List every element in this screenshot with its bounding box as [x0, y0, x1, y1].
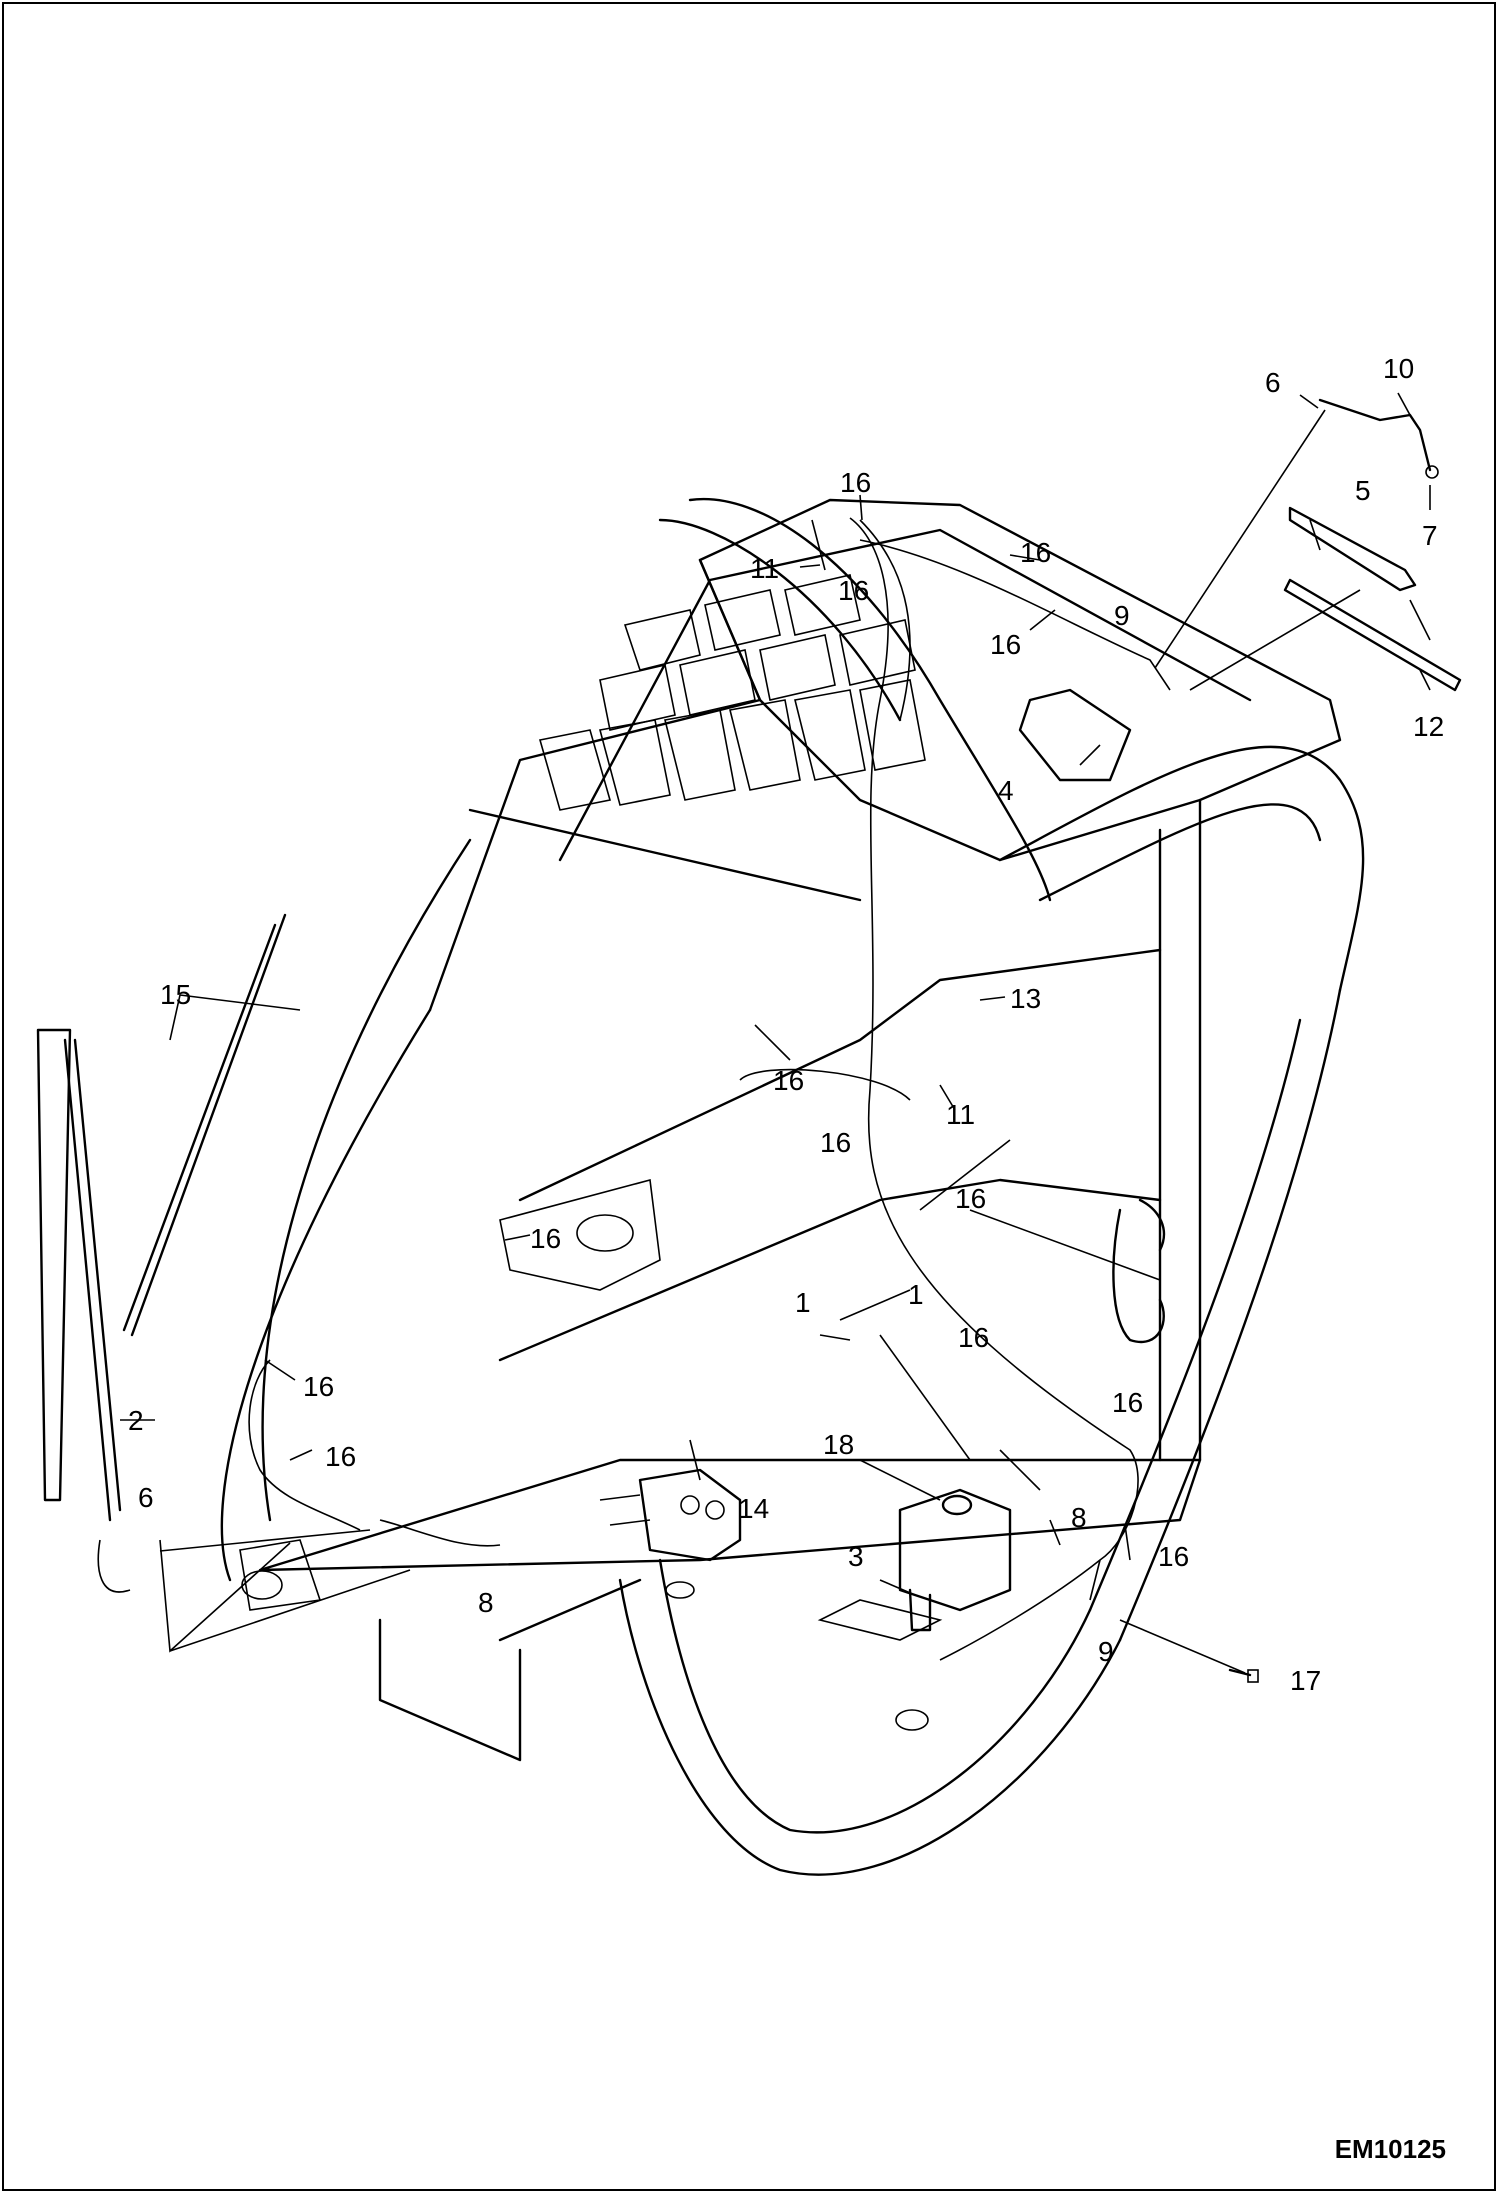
callout-16-left-upper: 16 [303, 1371, 334, 1402]
callout-10: 10 [1383, 353, 1414, 384]
callout-7: 7 [1422, 520, 1438, 551]
roof-grille [538, 574, 926, 811]
callout-17: 17 [1290, 1665, 1321, 1696]
callout-11-roof: 11 [750, 553, 779, 584]
callout-8-right: 8 [1071, 1502, 1087, 1533]
callout-16-pillar-lower: 16 [955, 1183, 986, 1214]
callout-18: 18 [823, 1429, 854, 1460]
callout-12: 12 [1413, 711, 1444, 742]
wiper-arm-front-2 [36, 1028, 122, 1522]
callout-3: 3 [848, 1541, 864, 1572]
callouts: 1 1 2 3 4 5 6 6 7 8 8 9 9 10 11 11 12 13… [128, 353, 1444, 1696]
callout-16-right-upper: 16 [1112, 1387, 1143, 1418]
valve-block-14 [599, 1468, 742, 1562]
cab-floor [239, 1458, 1202, 1762]
callout-16-bracket: 16 [530, 1223, 561, 1254]
callout-15: 15 [160, 979, 191, 1010]
callout-13: 13 [1010, 983, 1041, 1014]
drawing-number: EM10125 [1334, 2134, 1446, 2164]
callout-1-right: 1 [908, 1279, 924, 1310]
cab-roof [428, 498, 1342, 1012]
bolt-17 [1228, 1668, 1259, 1683]
callout-11-pillar: 11 [946, 1099, 975, 1130]
washer-hoses-9 [97, 517, 1171, 1661]
callout-16-right-lower: 16 [1158, 1541, 1189, 1572]
callout-16-window: 16 [773, 1065, 804, 1096]
callout-5: 5 [1355, 475, 1371, 506]
callout-16-roof-left: 16 [838, 575, 869, 606]
callout-4: 4 [998, 775, 1014, 806]
callout-8-left: 8 [478, 1587, 494, 1618]
callout-16-roof-mid: 16 [990, 629, 1021, 660]
callout-2: 2 [128, 1405, 144, 1436]
callout-9-floor: 9 [1098, 1636, 1114, 1667]
callout-6-front: 6 [138, 1482, 154, 1513]
callout-16-pillar: 16 [820, 1127, 851, 1158]
callout-9-roof: 9 [1114, 600, 1130, 631]
callout-16-left-lower: 16 [325, 1441, 356, 1472]
washer-reservoir-3 [898, 1488, 1012, 1632]
callout-16-roof-top: 16 [840, 467, 871, 498]
rear-wiper-motor-4 [1018, 688, 1132, 782]
nozzle-hose-10 [1318, 398, 1439, 479]
callout-16-roof-right: 16 [1020, 537, 1051, 568]
cab-back-panel [498, 948, 1166, 1362]
callout-16-junction: 16 [958, 1322, 989, 1353]
callout-14: 14 [738, 1493, 769, 1524]
wiper-blade-rear-12 [1283, 578, 1462, 692]
wiper-arm-rear-5 [1288, 506, 1417, 592]
leader-lines [120, 392, 1431, 1674]
cab-frame-tubes [220, 497, 1365, 1876]
wiper-blade-front-15 [122, 913, 287, 1337]
callout-1-left: 1 [795, 1287, 811, 1318]
callout-6-rear: 6 [1265, 367, 1281, 398]
